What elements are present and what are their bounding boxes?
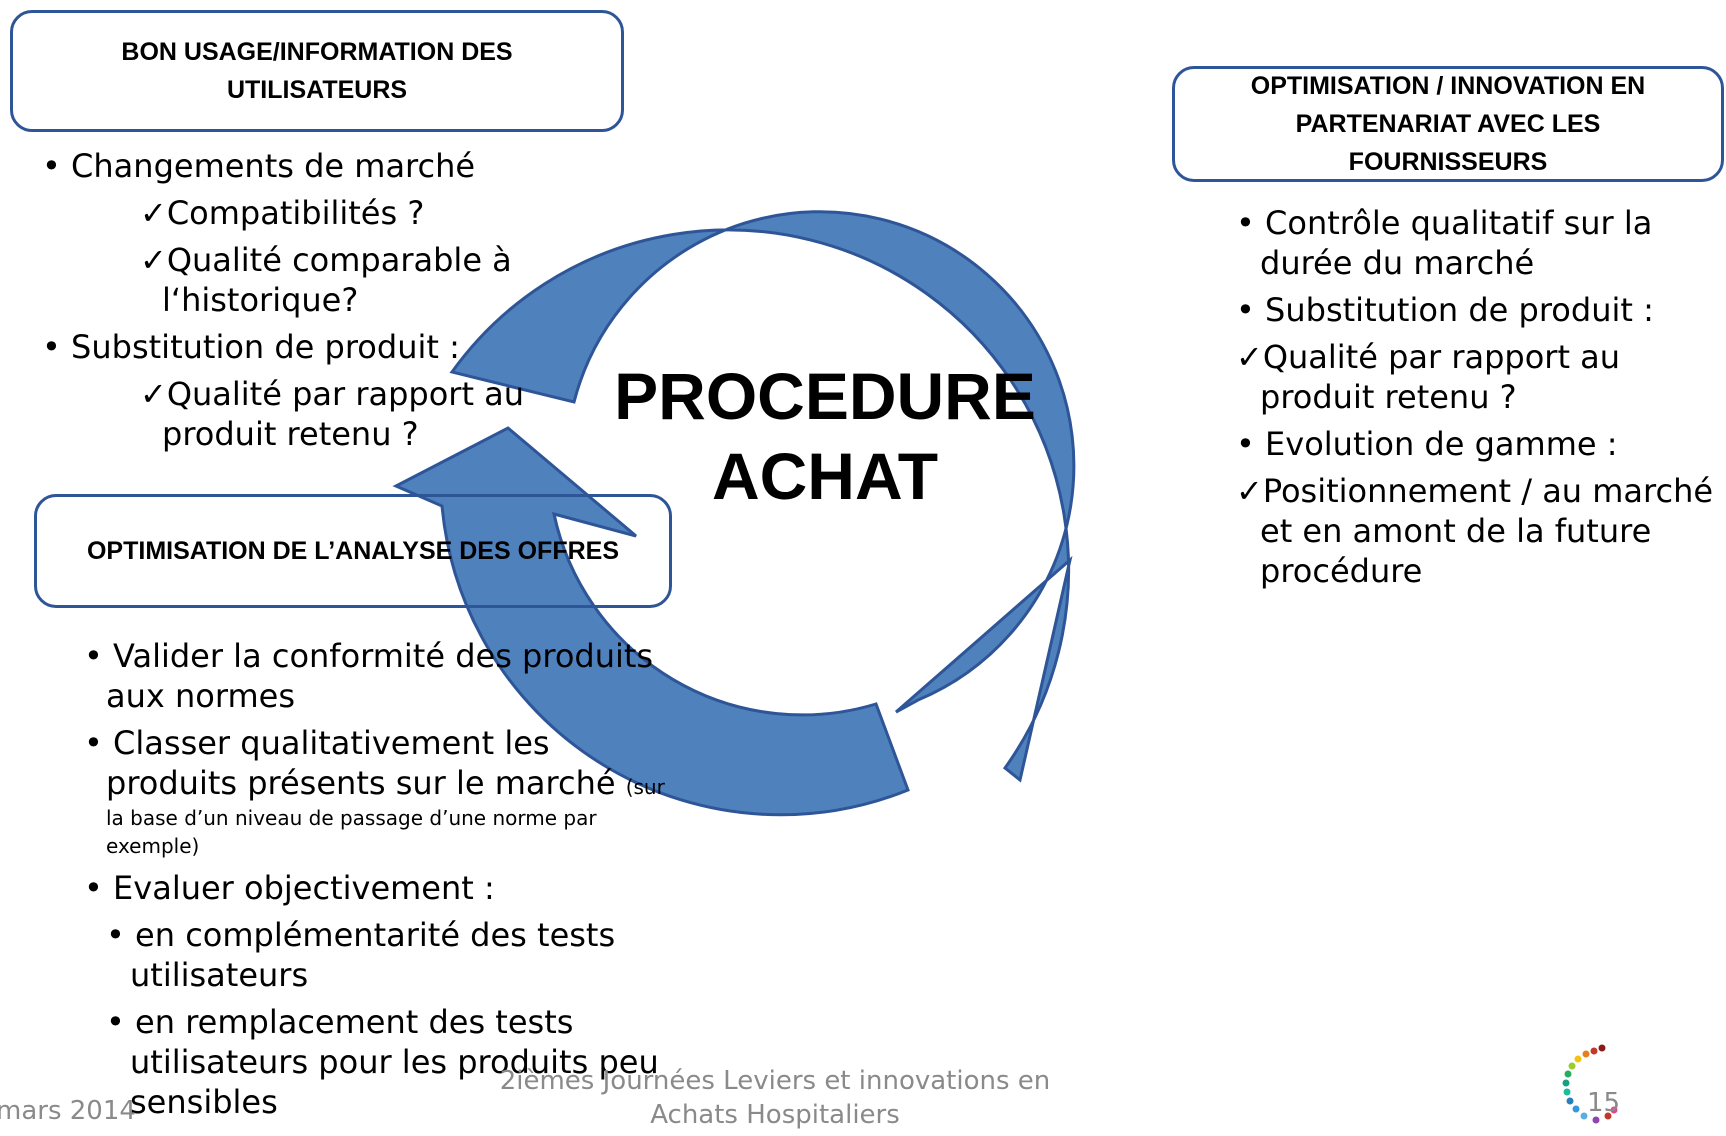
bottom-item-exemple: exemple) [106,834,200,858]
right-item-controle: • Contrôle qualitatif sur la [1236,204,1653,242]
box-optimisation-innovation-line2: PARTENARIAT AVEC LES [1295,110,1601,138]
right-item-duree: durée du marché [1260,244,1535,282]
bottom-subitem-utilisateurs: utilisateurs [130,956,309,994]
bottom-item-classer: • Classer qualitativement les [84,724,550,762]
right-subitem-amont: et en amont de la future [1260,512,1652,550]
bottom-item-sur: (sur [625,775,665,799]
bottom-subitem-sensibles: sensibles [130,1083,278,1121]
footer-date: mars 2014 [0,1096,136,1126]
center-title-line2: ACHAT [711,439,939,513]
bottom-item-evaluer: • Evaluer objectivement : [84,869,495,907]
bottom-item-produits-presents-text: produits présents sur le marché [106,764,616,802]
center-title: PROCEDURE ACHAT [600,356,1050,516]
footer-event-line2: Achats Hospitaliers [650,1100,900,1130]
bottom-subitem-complementarite: • en complémentarité des tests [106,916,616,954]
bottom-item-normes: aux normes [106,677,295,715]
bottom-subitem-produits-peu: utilisateurs pour les produits peu [130,1043,659,1081]
box-analyse-offres: OPTIMISATION DE L’ANALYSE DES OFFRES [34,494,672,608]
right-item-evolution: • Evolution de gamme : [1236,425,1618,463]
list-subitem-qualite-rapport-left: ✓Qualité par rapport au [140,375,525,413]
list-item-changements: • Changements de marché [42,147,476,185]
right-item-substitution: • Substitution de produit : [1236,291,1654,329]
box-optimisation-innovation: OPTIMISATION / INNOVATION EN PARTENARIAT… [1172,66,1724,182]
right-subitem-produit-retenu: produit retenu ? [1260,378,1517,416]
list-subitem-historique: l‘historique? [162,281,359,319]
footer-event-line1: 2ièmes Journées Leviers et innovations e… [499,1066,1051,1096]
list-subitem-compatibilites: ✓Compatibilités ? [140,194,425,232]
list-item-substitution-left: • Substitution de produit : [42,328,460,366]
bottom-item-base-niveau: la base d’un niveau de passage d’une nor… [106,806,597,830]
box-analyse-offres-line1: OPTIMISATION DE L’ANALYSE DES OFFRES [86,537,619,565]
right-subitem-positionnement: ✓Positionnement / au marché [1236,472,1714,510]
box-bon-usage-line2: UTILISATEURS [226,76,408,104]
box-optimisation-innovation-line1: OPTIMISATION / INNOVATION EN [1250,72,1646,100]
cycle-arrow-main [449,210,1076,783]
cycle-arrow-secondary [392,426,910,817]
right-subitem-procedure: procédure [1260,552,1423,590]
list-subitem-produit-retenu-left: produit retenu ? [162,415,419,453]
logo-icon [1562,1044,1618,1124]
page-number: 15 [1587,1088,1621,1118]
bottom-item-produits-presents: produits présents sur le marché (sur [106,763,665,803]
right-subitem-qualite: ✓Qualité par rapport au [1236,338,1621,376]
center-title-line1: PROCEDURE [614,359,1036,433]
box-optimisation-innovation-line3: FOURNISSEURS [1348,148,1548,176]
footer-event: 2ièmes Journées Leviers et innovations e… [480,1064,1070,1132]
bottom-subitem-remplacement: • en remplacement des tests [106,1003,574,1041]
box-bon-usage-line1: BON USAGE/INFORMATION DES [121,38,513,66]
box-bon-usage: BON USAGE/INFORMATION DES UTILISATEURS [10,10,624,132]
bottom-item-valider: • Valider la conformité des produits [84,637,654,675]
list-subitem-qualite-comparable: ✓Qualité comparable à [140,241,512,279]
